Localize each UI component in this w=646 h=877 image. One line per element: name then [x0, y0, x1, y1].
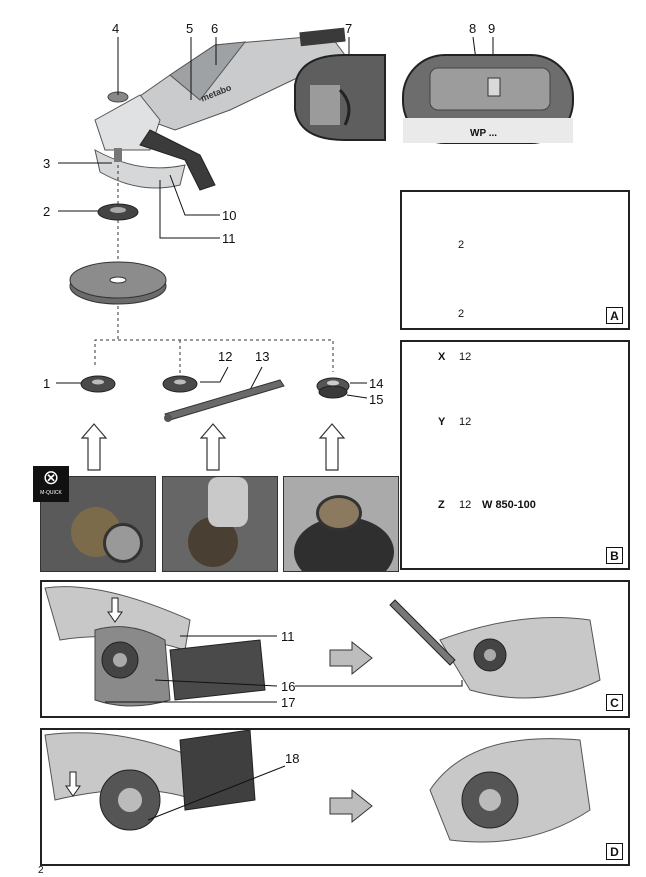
switch-detail-bubble [294, 54, 386, 141]
switch-model-label: WP ... [470, 128, 498, 139]
m-quick-text: M-QUICK [40, 490, 62, 496]
callout-13: 13 [255, 349, 270, 364]
panel-b-z-ref: 12 [459, 499, 472, 511]
panel-d-ref-18: 18 [285, 751, 300, 766]
panel-c [40, 580, 630, 718]
panel-b-label: B [606, 547, 623, 564]
panel-c-ref-11: 11 [281, 629, 295, 644]
panel-b [400, 340, 630, 570]
panel-c-ref-17: 17 [281, 695, 296, 710]
callout-7: 7 [345, 21, 353, 36]
panel-a-label: A [606, 307, 623, 324]
panel-d-leader [147, 765, 286, 821]
callout-4: 4 [112, 21, 120, 36]
panel-d [40, 728, 630, 866]
panel-c-illustration [44, 586, 601, 707]
callout-8: 8 [469, 21, 477, 36]
callout-6: 6 [211, 21, 219, 36]
callout-9: 9 [488, 21, 496, 36]
angle-grinder-illustration [94, 27, 346, 191]
wp-switch-detail-bubble [402, 54, 574, 144]
panel-d-label: D [606, 843, 623, 860]
callout-3: 3 [43, 156, 51, 171]
m-quick-badge: ⊗ M-QUICK [33, 466, 69, 502]
panel-b-x-ref: 12 [459, 351, 472, 363]
panel-a-ref-upper: 2 [458, 239, 465, 251]
up-arrows [80, 423, 346, 471]
panel-b-letter-y: Y [438, 416, 446, 428]
panel-c-leaders [105, 635, 463, 703]
page-number: 2 [38, 865, 44, 876]
panel-c-ref-16: 16 [281, 679, 296, 694]
panel-b-letter-z: Z [438, 499, 445, 511]
panel-b-y-ref: 12 [459, 416, 472, 428]
callout-10: 10 [222, 208, 237, 223]
no-entry-icon: ⊗ [42, 467, 60, 489]
panel-a [400, 190, 630, 330]
callout-1: 1 [43, 376, 51, 391]
photo-quick-nut [283, 476, 399, 572]
panel-d-illustration [44, 729, 591, 843]
panel-b-letter-x: X [438, 351, 446, 363]
callout-12: 12 [218, 349, 233, 364]
panel-a-ref-lower: 2 [458, 308, 465, 320]
callout-2: 2 [43, 204, 51, 219]
callout-5: 5 [186, 21, 194, 36]
callout-14: 14 [369, 376, 384, 391]
leader-lines [56, 36, 494, 399]
grinding-disc [69, 261, 167, 305]
panel-c-label: C [606, 694, 623, 711]
assembly-dashed-lines [94, 165, 334, 375]
parts-row [80, 375, 350, 422]
photo-wrench-nut [162, 476, 278, 572]
callout-11: 11 [222, 231, 236, 246]
callout-15: 15 [369, 392, 384, 407]
panel-b-model: W 850-100 [482, 499, 536, 511]
flange-nut-2 [97, 203, 139, 221]
